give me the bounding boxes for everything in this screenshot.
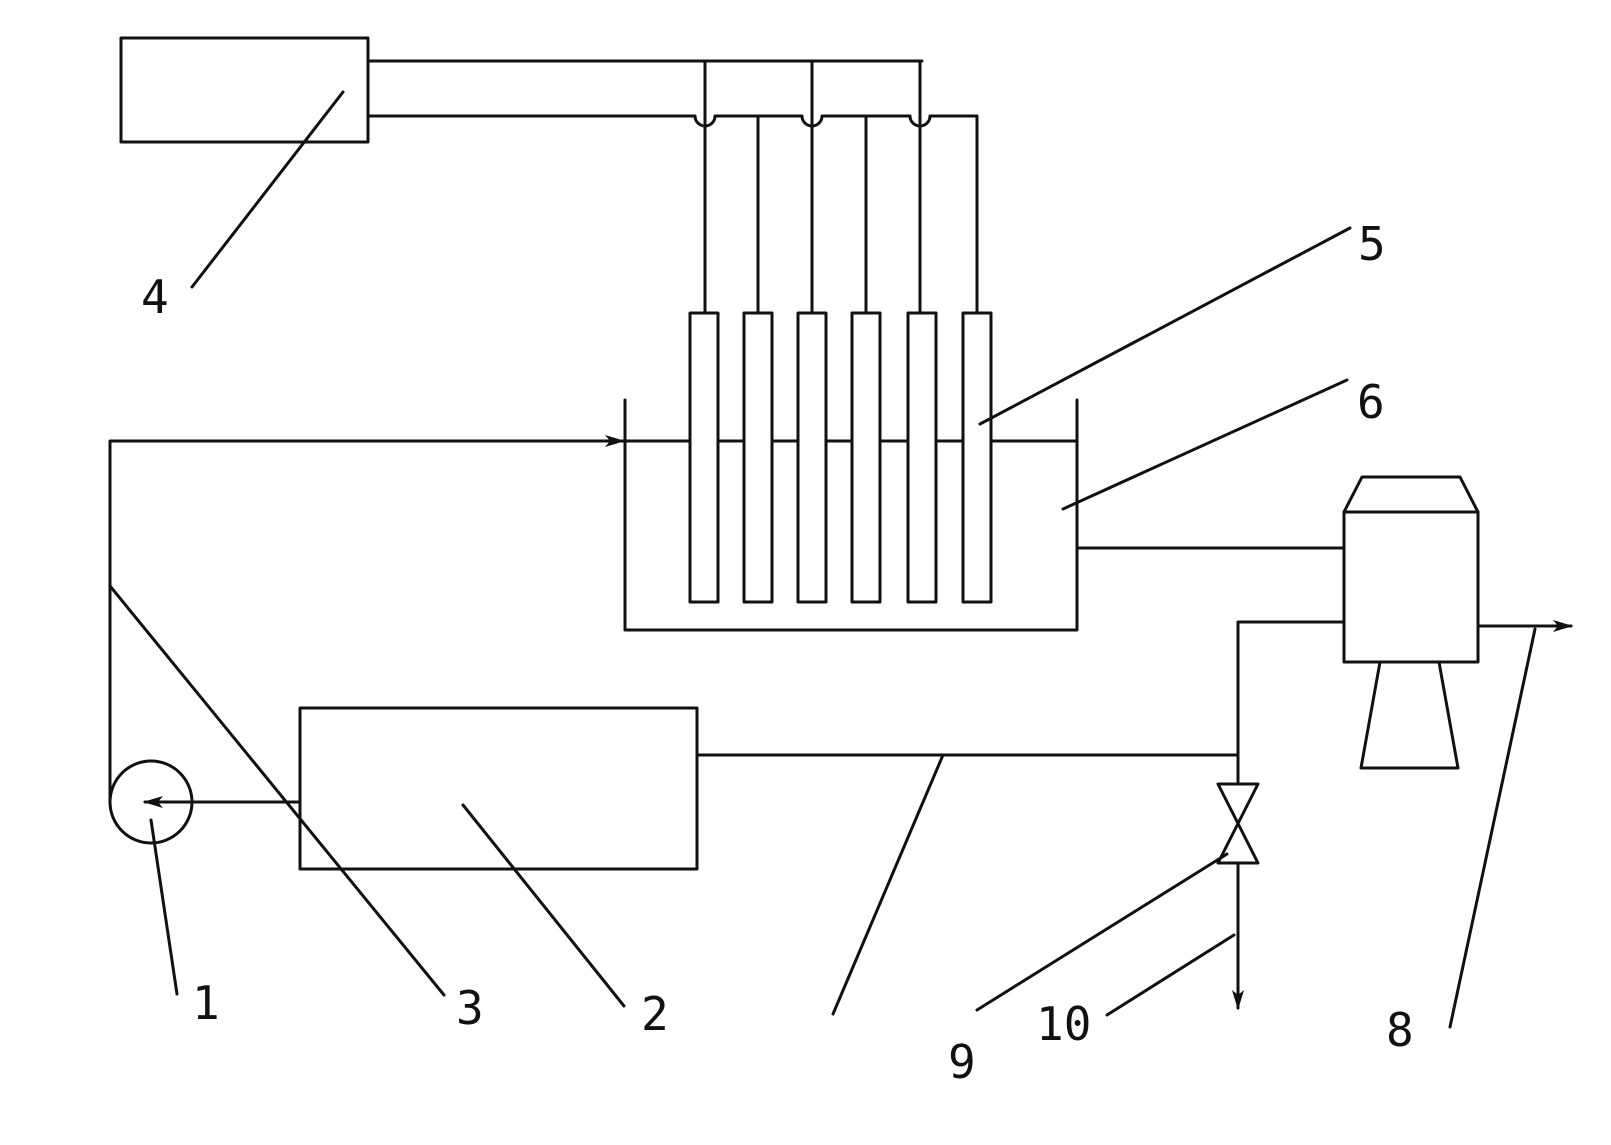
label-4: 4 [141,270,169,324]
electrode-plate-6 [961,311,993,604]
label-8: 8 [1386,1003,1414,1057]
separator-hopper [1359,660,1460,770]
electrode-plate-4 [850,311,882,604]
electrolytic-tank [623,398,1079,632]
separator-body [1342,510,1480,664]
label-9: 9 [948,1035,976,1089]
label-1: 1 [192,976,220,1030]
label-10: 10 [1036,997,1091,1051]
leader-lines [108,90,1537,1029]
power-supply-box [119,36,370,144]
electrode-plate-2 [742,311,774,604]
separator-return-pipe [1236,620,1346,786]
leader-line-8 [1448,627,1537,1029]
electrode-plate-1 [688,311,720,604]
feed-pipe [108,435,625,802]
electrode-plate-3 [796,311,828,604]
separator-unit [1342,475,1480,770]
leader-line-10 [1105,933,1236,1017]
leader-line-1 [149,818,179,996]
separator-top-cap [1342,475,1480,514]
leader-line-5 [978,226,1352,426]
leader-line-4 [190,90,345,289]
leader-line-9 [975,852,1229,1012]
electrode-plate-5 [906,311,938,604]
lower-bus-wire [366,114,979,128]
label-2: 2 [641,987,669,1041]
label-5: 5 [1358,217,1386,271]
label-6: 6 [1357,375,1385,429]
leader-line-unlabeled [831,753,945,1016]
leader-line-2 [461,803,626,1008]
valve-body [1216,782,1260,865]
supply-wiring [366,59,979,315]
storage-tank [298,706,699,871]
reference-labels: 4 5 6 1 3 2 9 10 8 [141,217,1414,1089]
leader-line-6 [1061,378,1349,511]
leader-line-3 [108,584,446,997]
label-3: 3 [456,981,484,1035]
electrode-plates [688,311,993,604]
